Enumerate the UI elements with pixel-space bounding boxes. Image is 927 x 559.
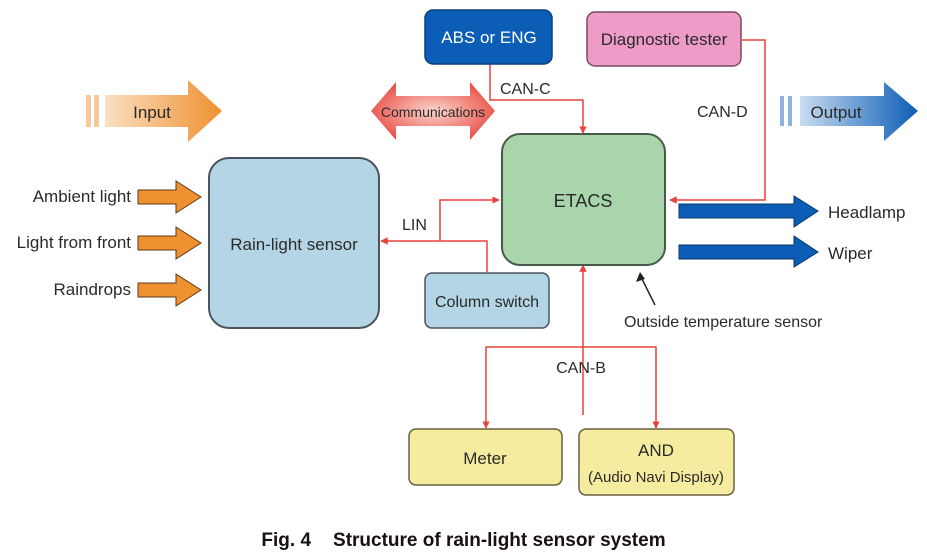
can-c-label: CAN-C — [500, 81, 551, 98]
and-subtitle: (Audio Navi Display) — [588, 469, 724, 486]
output-wiper: Wiper — [678, 235, 873, 268]
arrow-right-icon — [678, 235, 819, 268]
etacs-label: ETACS — [554, 191, 613, 211]
arrow-right-icon — [137, 226, 202, 260]
communications-arrow: Communications — [371, 82, 495, 140]
meter-box: Meter — [408, 428, 563, 486]
input-raindrops: Raindrops — [54, 273, 202, 307]
input-label-raindrops: Raindrops — [54, 280, 132, 299]
input-arrow: Input — [86, 80, 222, 142]
can-d-line — [669, 39, 766, 204]
output-label-headlamp: Headlamp — [828, 203, 906, 222]
input-label-ambient-light: Ambient light — [33, 187, 132, 206]
output-label-wiper: Wiper — [828, 244, 873, 263]
figure-number: Fig. 4 — [261, 530, 312, 551]
and-box: AND (Audio Navi Display) — [578, 428, 735, 496]
diagnostic-tester-box: Diagnostic tester — [586, 11, 742, 67]
arrow-right-icon — [137, 273, 202, 307]
figure-caption: Fig. 4 Structure of rain-light sensor sys… — [0, 530, 927, 552]
input-light-from-front: Light from front — [17, 226, 202, 260]
abs-or-eng-label: ABS or ENG — [441, 28, 536, 47]
arrow-right-icon — [678, 195, 819, 228]
can-b-label: CAN-B — [556, 360, 606, 377]
communications-label: Communications — [381, 104, 485, 120]
can-b-line — [482, 264, 660, 429]
lin-line — [380, 196, 500, 272]
and-title: AND — [638, 441, 674, 460]
rain-light-sensor-box: Rain-light sensor — [208, 157, 380, 329]
input-ambient-light: Ambient light — [33, 180, 202, 214]
output-headlamp: Headlamp — [678, 195, 906, 228]
input-label-light-from-front: Light from front — [17, 233, 132, 252]
arrow-right-icon — [137, 180, 202, 214]
diagnostic-tester-label: Diagnostic tester — [601, 30, 728, 49]
output-arrow: Output — [780, 82, 918, 141]
can-c-line — [489, 63, 587, 134]
abs-or-eng-box: ABS or ENG — [424, 9, 553, 65]
outside-temperature-label: Outside temperature sensor — [624, 314, 823, 331]
etacs-box: ETACS — [501, 133, 666, 266]
input-label: Input — [133, 103, 171, 122]
rain-light-sensor-label: Rain-light sensor — [230, 235, 358, 254]
output-label: Output — [810, 103, 861, 122]
column-switch-label: Column switch — [435, 294, 539, 311]
outside-temperature-pointer — [636, 272, 656, 306]
meter-label: Meter — [463, 449, 507, 468]
lin-label: LIN — [402, 217, 427, 234]
can-d-label: CAN-D — [697, 104, 748, 121]
figure-title: Structure of rain-light sensor system — [333, 530, 666, 551]
column-switch-box: Column switch — [424, 272, 550, 329]
